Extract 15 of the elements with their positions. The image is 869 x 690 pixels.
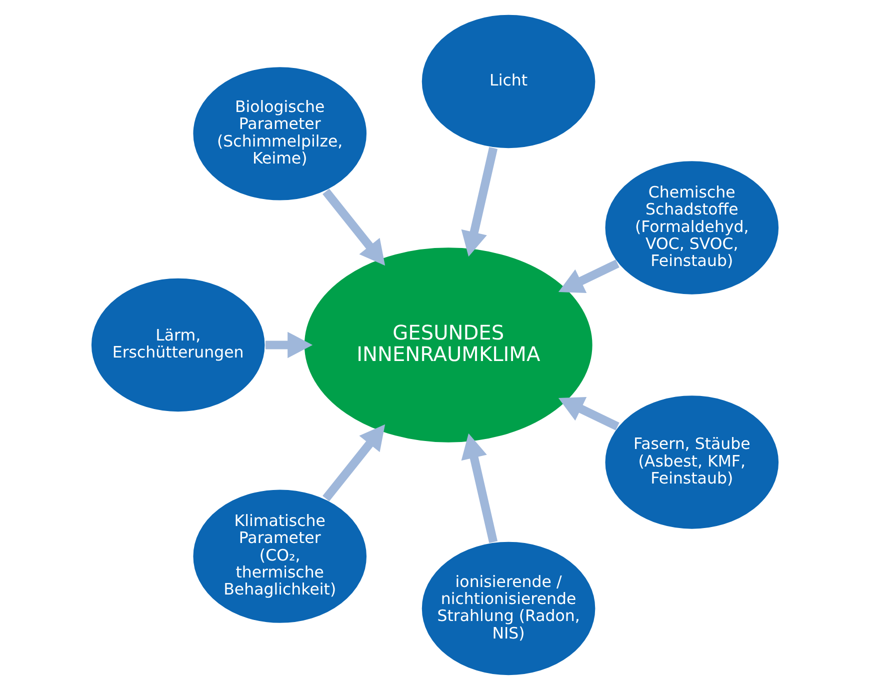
node-ellipse: Chemische Schadstoffe (Formaldehyd, VOC, SVOC, Feinstaub) bbox=[603, 160, 780, 296]
arrow bbox=[558, 397, 619, 430]
node-ellipse: Biologische Parameter (Schimmelpilze, Keime) bbox=[191, 66, 368, 202]
node-ellipse: Klimatische Parameter (CO₂, thermische Behaglichkeit) bbox=[191, 488, 368, 624]
arrow bbox=[460, 147, 498, 257]
arrow bbox=[322, 188, 385, 266]
arrow bbox=[558, 260, 619, 293]
node-ellipse: Licht bbox=[420, 13, 596, 150]
node-ellipse: Fasern, Stäube (Asbest, KMF, Feinstaub) bbox=[603, 394, 780, 530]
arrow bbox=[460, 433, 498, 543]
node-ellipse: GESUNDES INNENRAUMKLIMA bbox=[302, 246, 594, 444]
node-ellipse: Lärm, Erschütterungen bbox=[90, 276, 266, 414]
arrow bbox=[264, 332, 312, 358]
arrow bbox=[322, 424, 385, 502]
node-ellipse: ionisierende / nichtionisierende Strahlung (Radon, NIS) bbox=[420, 540, 596, 677]
